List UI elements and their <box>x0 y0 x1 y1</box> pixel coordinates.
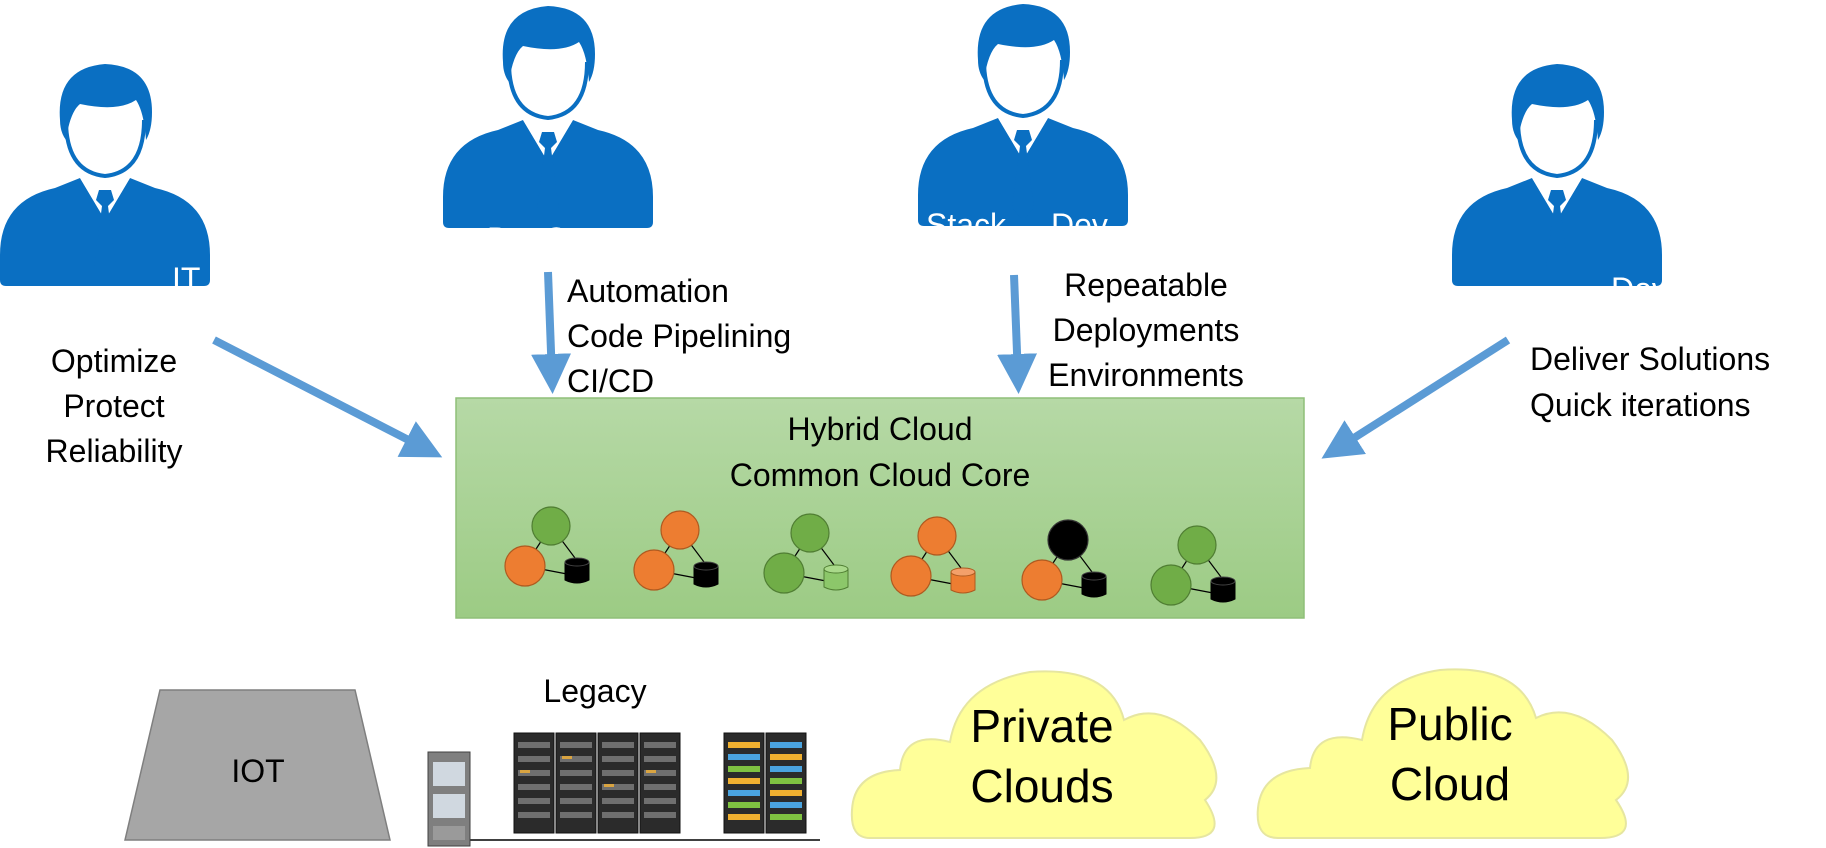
server-rack-icon <box>513 732 681 834</box>
persona-stack-dev: Stack Dev <box>916 2 1130 243</box>
service-group-5 <box>1021 519 1107 601</box>
hybrid-subtitle: Common Cloud Core <box>730 457 1031 493</box>
hybrid-cloud-box: Hybrid Cloud Common Cloud Core <box>455 397 1305 619</box>
arrow-devops <box>531 271 572 394</box>
server-tower-icon <box>427 751 471 847</box>
public-cloud-line-2: Cloud <box>1390 758 1510 810</box>
person-icon <box>0 62 212 288</box>
persona-label-right: Dev <box>1051 207 1108 243</box>
note-line: Optimize <box>51 343 177 379</box>
note-line: Deliver Solutions <box>1530 341 1770 377</box>
arrows <box>212 271 1511 459</box>
person-icon <box>1450 62 1664 288</box>
note-line: Deployments <box>1053 312 1240 348</box>
iot-block: IOT <box>124 689 391 841</box>
persona-label: Dev <box>1611 271 1668 307</box>
notes-devops: Automation Code Pipelining CI/CD <box>567 273 791 399</box>
person-icon <box>916 2 1130 228</box>
persona-dev: Dev <box>1450 62 1668 307</box>
legacy-label: Legacy <box>543 673 646 709</box>
note-line: Repeatable <box>1064 267 1228 303</box>
service-group-3 <box>763 513 849 594</box>
note-line: Code Pipelining <box>567 318 791 354</box>
persona-it: IT <box>0 62 212 297</box>
persona-devops: DevOps <box>441 4 655 257</box>
service-group-4 <box>890 516 976 597</box>
arrow-stack-dev <box>997 274 1038 394</box>
service-group-1 <box>504 506 590 587</box>
notes-it: Optimize Protect Reliability <box>46 343 183 469</box>
note-line: Protect <box>63 388 164 424</box>
legacy-servers: Legacy <box>427 673 820 847</box>
iot-label: IOT <box>231 753 284 789</box>
note-line: Reliability <box>46 433 183 469</box>
service-group-6 <box>1150 525 1236 606</box>
persona-label-left: Stack <box>926 207 1007 243</box>
arrow-dev <box>1321 336 1511 459</box>
notes-dev: Deliver Solutions Quick iterations <box>1530 341 1770 423</box>
hybrid-title: Hybrid Cloud <box>788 411 973 447</box>
note-line: Automation <box>567 273 729 309</box>
arrow-it <box>212 336 443 458</box>
note-line: Environments <box>1048 357 1244 393</box>
public-cloud: Public Cloud <box>1256 668 1630 839</box>
private-cloud-line-1: Private <box>970 700 1113 752</box>
persona-label: DevOps <box>487 221 603 257</box>
person-icon <box>441 4 655 230</box>
note-line: CI/CD <box>567 363 654 399</box>
private-cloud-line-2: Clouds <box>970 760 1113 812</box>
server-rack-icon <box>723 732 807 834</box>
public-cloud-line-1: Public <box>1387 698 1512 750</box>
note-line: Quick iterations <box>1530 387 1751 423</box>
notes-stack-dev: Repeatable Deployments Environments <box>1048 267 1244 393</box>
persona-label: IT <box>172 261 200 297</box>
service-group-2 <box>633 510 719 591</box>
private-cloud: Private Clouds <box>850 670 1218 839</box>
